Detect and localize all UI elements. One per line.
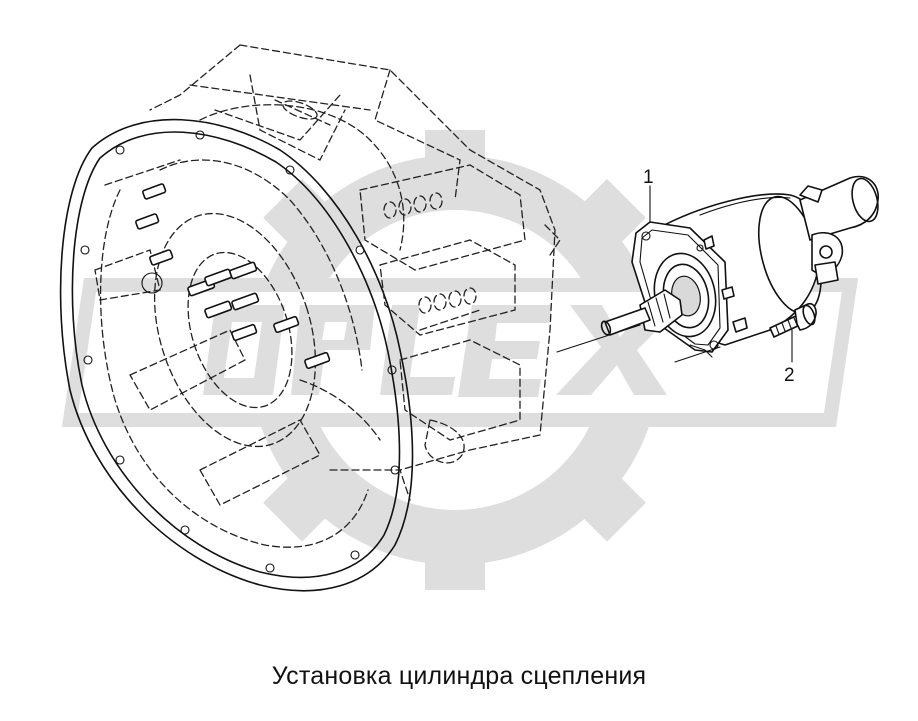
- figure-caption: Установка цилиндра сцепления: [271, 662, 647, 690]
- case-boss-holes: [383, 192, 477, 314]
- callout-1: 1: [643, 167, 654, 188]
- callout-2: 2: [784, 365, 795, 386]
- housing-studs: [135, 183, 331, 370]
- mounting-bolt: [769, 302, 817, 338]
- callout-leaders: [649, 185, 793, 363]
- watermark-logo: [61, 130, 859, 590]
- clutch-cylinder: [556, 175, 879, 363]
- gearbox-housing: [59, 44, 561, 592]
